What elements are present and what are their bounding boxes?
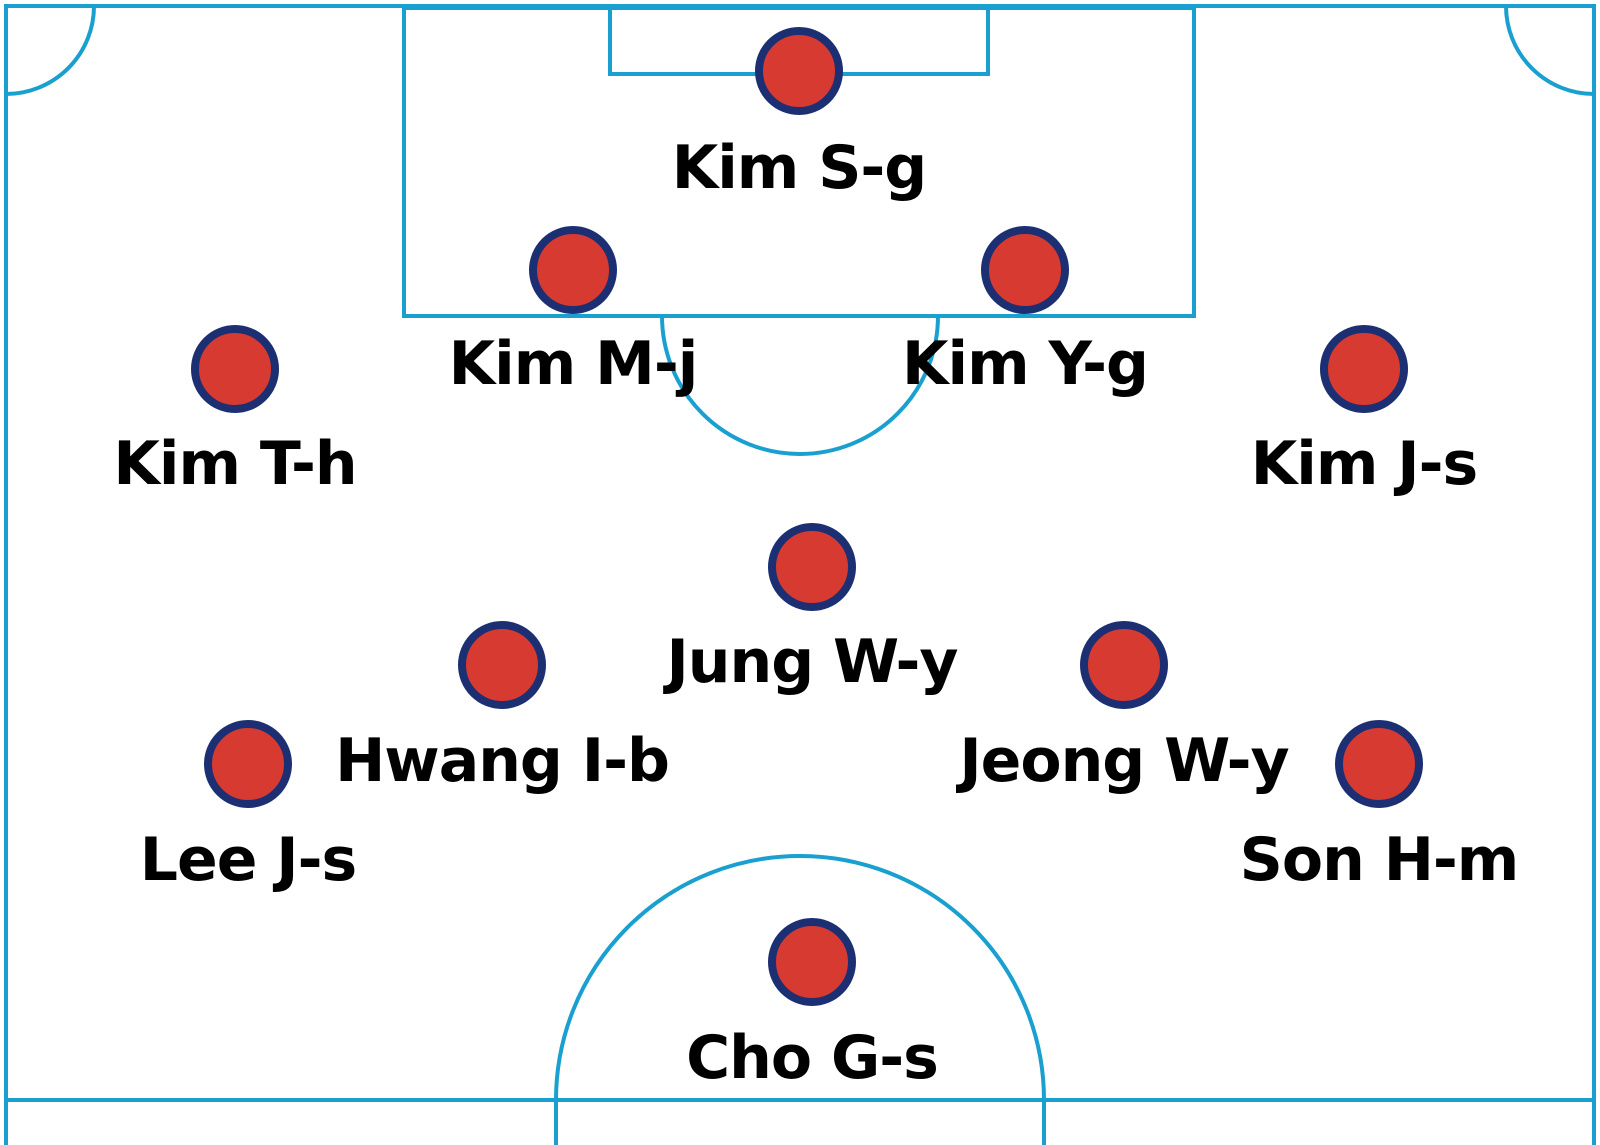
player-marker	[204, 720, 292, 808]
player-marker	[458, 621, 546, 709]
player-kim-t-h: Kim T-h	[113, 325, 358, 499]
player-marker	[981, 226, 1069, 314]
player-kim-j-s: Kim J-s	[1251, 325, 1478, 499]
player-marker	[529, 226, 617, 314]
player-name: Jung W-y	[662, 627, 958, 697]
player-kim-m-j: Kim M-j	[449, 226, 698, 399]
centre-circle	[554, 854, 1046, 1145]
corner-arc-right	[1504, 5, 1595, 96]
player-marker	[768, 523, 856, 611]
player-lee-j-s: Lee J-s	[140, 720, 357, 895]
player-marker	[755, 27, 843, 115]
player-marker	[1080, 621, 1168, 709]
player-marker	[1320, 325, 1408, 413]
player-kim-s-g: Kim S-g	[672, 27, 927, 203]
player-marker	[191, 325, 279, 413]
player-jung-w-y: Jung W-y	[662, 523, 959, 697]
player-name: Kim T-h	[113, 429, 356, 499]
player-marker	[768, 918, 856, 1006]
player-kim-y-g: Kim Y-g	[902, 226, 1149, 399]
player-name: Jeong W-y	[955, 726, 1289, 796]
player-name: Cho G-s	[686, 1023, 938, 1093]
player-name: Hwang I-b	[335, 726, 669, 796]
player-hwang-i-b: Hwang I-b	[335, 621, 670, 796]
player-cho-g-s: Cho G-s	[686, 918, 939, 1093]
player-name: Kim Y-g	[902, 329, 1148, 399]
player-son-h-m: Son H-m	[1240, 720, 1519, 895]
player-name: Son H-m	[1240, 825, 1519, 895]
player-name: Lee J-s	[140, 825, 356, 895]
player-name: Kim J-s	[1251, 429, 1477, 499]
player-name: Kim M-j	[449, 329, 698, 399]
player-name: Kim S-g	[672, 133, 927, 203]
player-marker	[1335, 720, 1423, 808]
corner-arc-left	[5, 5, 96, 96]
penalty-arc	[660, 315, 940, 456]
player-jeong-w-y: Jeong W-y	[955, 621, 1291, 796]
